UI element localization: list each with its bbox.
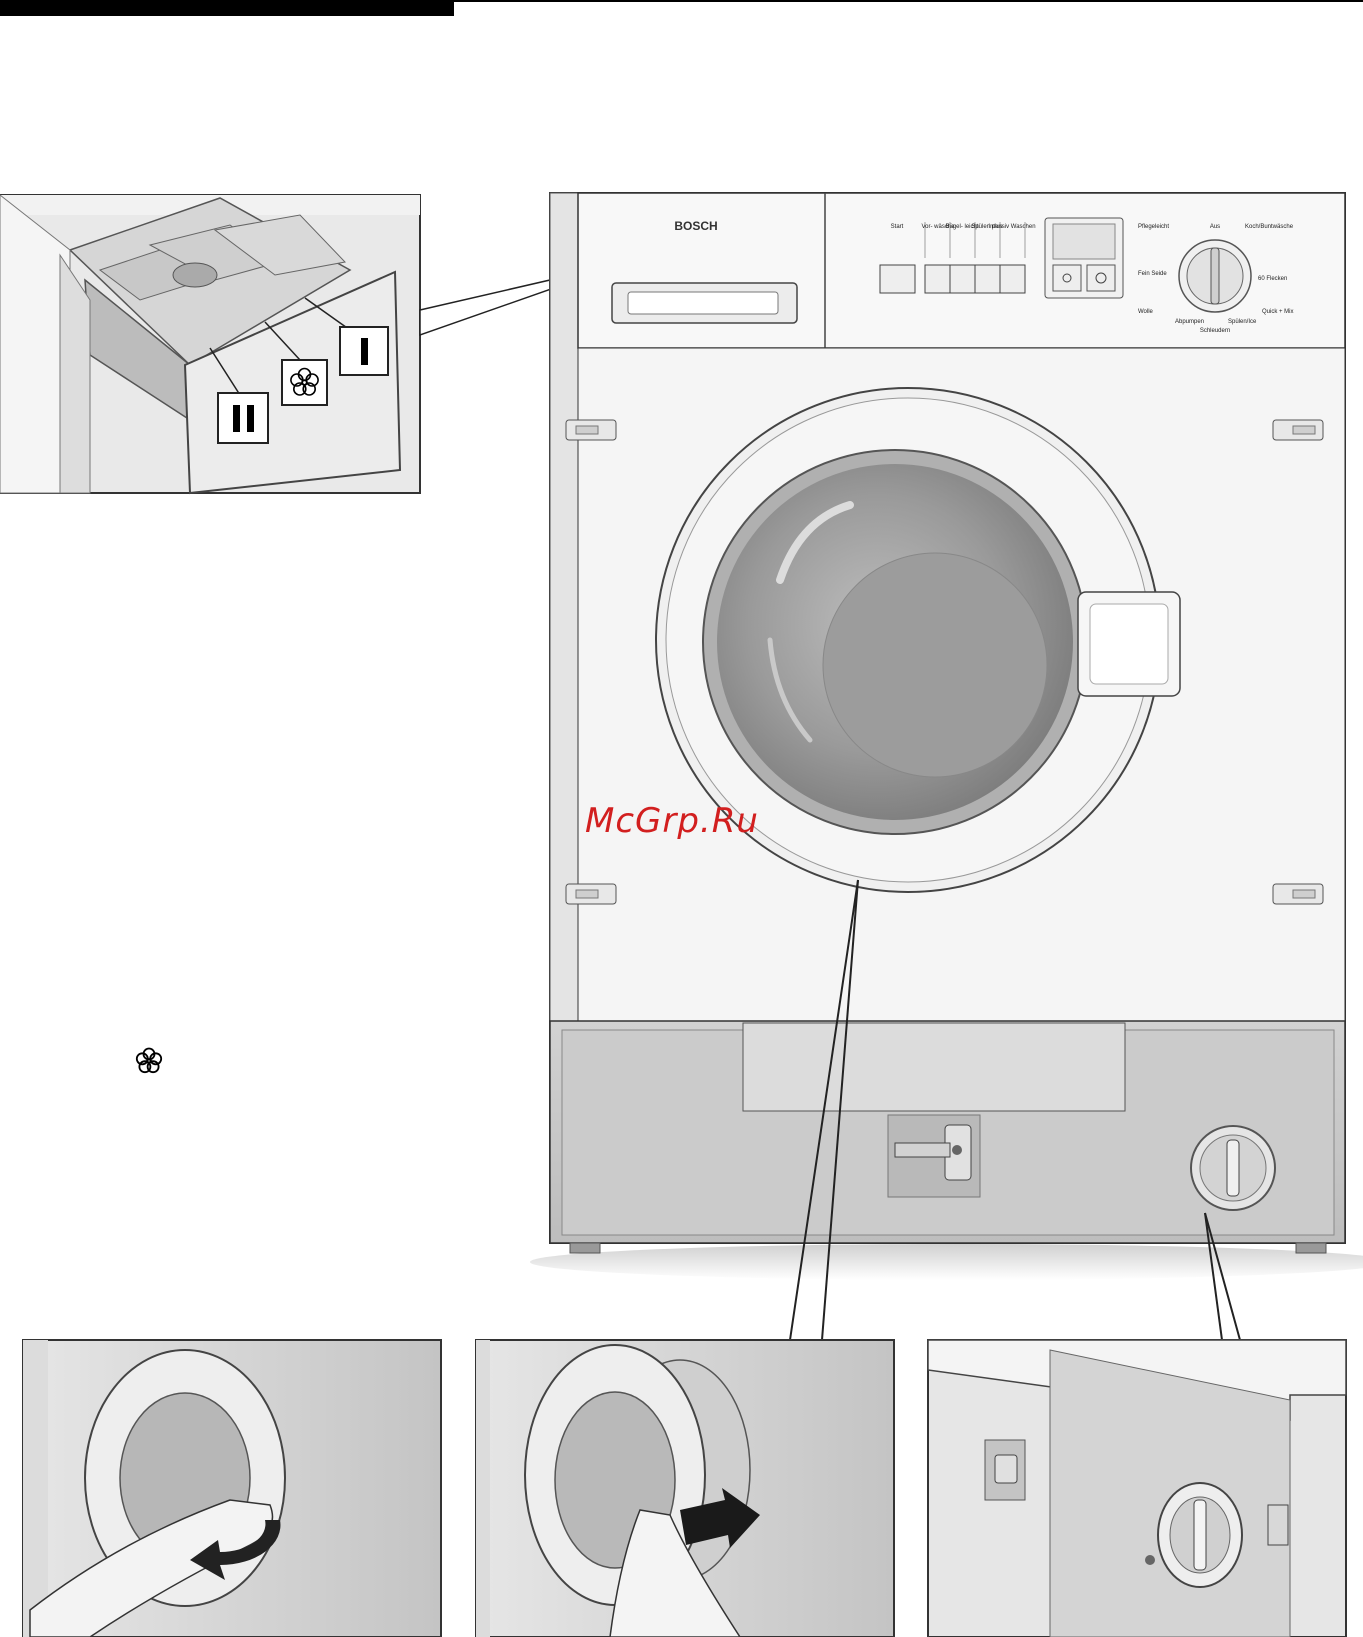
brand-logo: BOSCH	[674, 219, 717, 233]
dial-label-rinsehold: Spülen/Ice	[1228, 319, 1257, 325]
display-panel	[1045, 218, 1123, 298]
dial-label-cotton: Koch/Buntwäsche	[1245, 224, 1294, 230]
dial-label-off: Aus	[1210, 224, 1220, 230]
program-buttons[interactable]	[880, 265, 1025, 293]
dial-label-spin: Schleudern	[1200, 328, 1230, 334]
compartment-ii-label	[218, 393, 268, 443]
pump-cover[interactable]	[1191, 1126, 1275, 1210]
watermark: McGrp.Ru	[585, 801, 759, 841]
open-door-panel	[23, 1340, 441, 1637]
compartment-i-label	[340, 327, 388, 375]
dial-label-easycare: Pflegeleicht	[1138, 224, 1169, 230]
delay-button[interactable]	[1053, 265, 1081, 291]
dial-label-delicates: Fein Seide	[1138, 271, 1167, 277]
dial-label-drain: Abpumpen	[1175, 319, 1204, 325]
softener-note-icon	[137, 1049, 161, 1073]
detergent-drawer[interactable]	[612, 283, 797, 323]
pump-cover-panel	[928, 1340, 1346, 1637]
softener-compartment-label	[282, 360, 327, 405]
program-dial[interactable]	[1179, 240, 1251, 312]
washing-machine: BOSCH Start Vor- wäsche Bügel- leicht Sp…	[530, 193, 1363, 1280]
dial-label-stain: 60 Flecken	[1258, 276, 1287, 282]
drawer-detail-panel	[0, 195, 420, 493]
dial-label-quickmix: Quick + Mix	[1262, 309, 1294, 315]
pull-door-panel	[476, 1340, 894, 1637]
door-handle[interactable]	[1078, 592, 1180, 696]
timer-button[interactable]	[1087, 265, 1115, 291]
dial-label-wool: Wolle	[1138, 309, 1154, 315]
button-label-start: Start	[891, 224, 904, 230]
button-label-intensive: Intensiv Waschen	[988, 224, 1035, 230]
drain-hose-connector	[888, 1115, 980, 1197]
